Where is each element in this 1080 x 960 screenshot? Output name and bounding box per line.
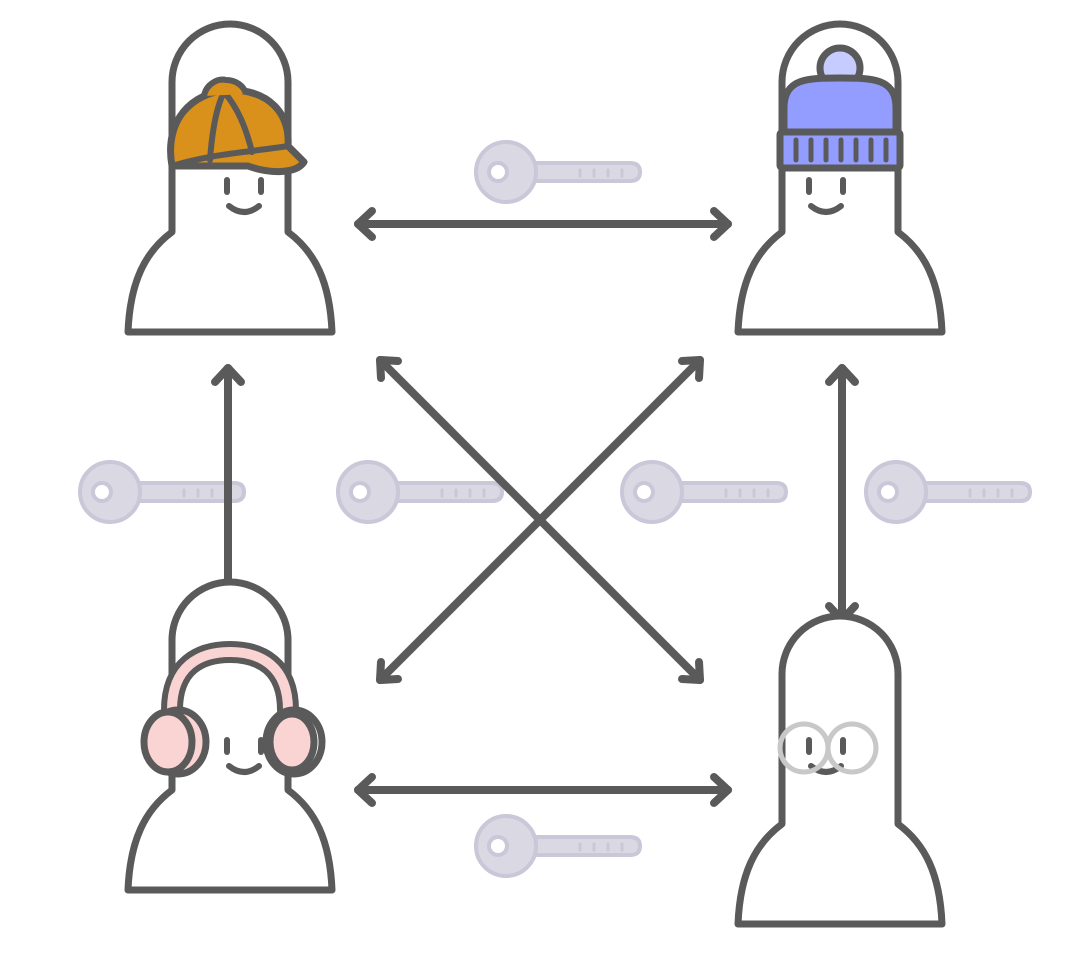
person-top-left: [128, 24, 332, 332]
key-icon: [474, 140, 642, 204]
glasses-icon: [777, 721, 879, 775]
beanie-hat-icon: [776, 44, 904, 172]
headphones-icon: [140, 640, 326, 778]
person-bottom-right: [738, 616, 942, 924]
double-arrow-right: [825, 364, 859, 624]
key-icon: [336, 460, 504, 524]
key-icon: [78, 460, 246, 524]
person-bottom-left: [128, 582, 332, 890]
key-icon: [864, 460, 1032, 524]
key-icon: [620, 460, 788, 524]
person-top-right: [738, 24, 942, 332]
double-arrow-bottom: [354, 773, 732, 807]
double-arrow-diagonal-up: [376, 356, 704, 684]
key-icon: [474, 814, 642, 878]
baseball-cap-icon: [167, 76, 308, 175]
double-arrow-top: [354, 207, 732, 241]
